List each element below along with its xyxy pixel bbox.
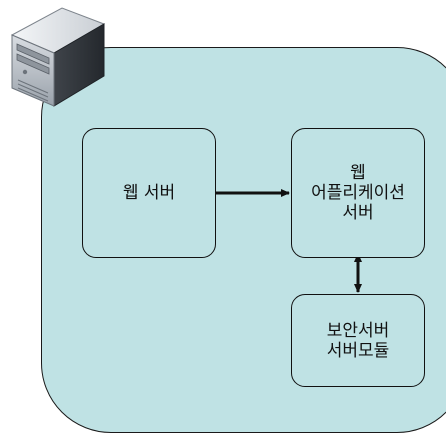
- web-server-node: 웹 서버: [82, 128, 216, 258]
- web-application-server-node: 웹 어플리케이션 서버: [291, 128, 425, 258]
- web-server-label: 웹 서버: [122, 183, 176, 203]
- security-server-module-label: 보안서버 서버모듈: [326, 320, 390, 361]
- security-server-module-node: 보안서버 서버모듈: [291, 294, 425, 387]
- web-application-server-label: 웹 어플리케이션 서버: [311, 163, 405, 223]
- server-tower-icon: [10, 7, 106, 107]
